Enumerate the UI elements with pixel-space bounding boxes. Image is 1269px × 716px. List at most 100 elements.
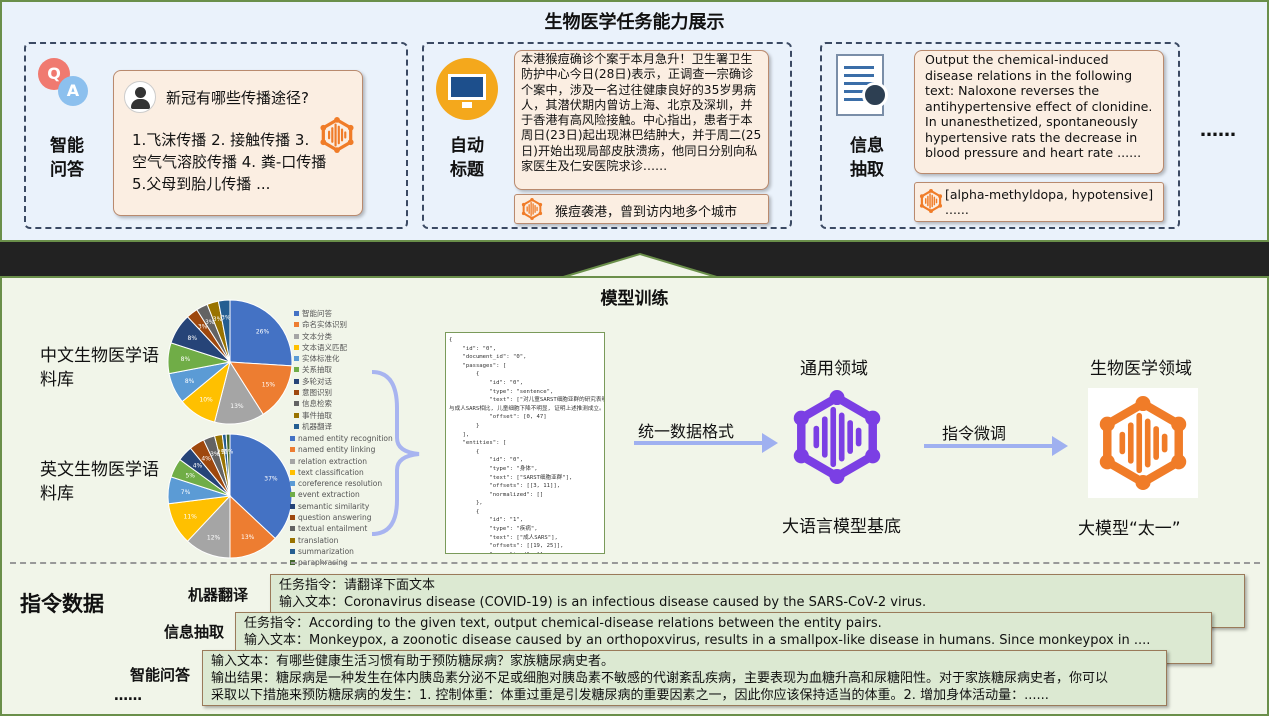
legend-swatch — [294, 367, 299, 373]
pie-slice — [229, 299, 293, 367]
headline-label: 自动标题 — [450, 136, 484, 180]
legend-swatch — [294, 401, 299, 407]
pie-data-label: 12% — [207, 535, 221, 542]
legend-swatch — [294, 412, 299, 418]
training-panel: 模型训练 中文生物医学语料库 英文生物医学语料库 26%15%13%10%8%8… — [0, 276, 1269, 716]
pie-data-label: 11% — [184, 513, 198, 520]
instruction-data-title: 指令数据 — [20, 592, 104, 616]
legend-item: text classification — [290, 467, 393, 478]
legend-item: semantic similarity — [290, 501, 393, 512]
base-model-label: 大语言模型基底 — [782, 517, 901, 537]
taiyi-logo-frame — [1088, 388, 1198, 498]
pie-data-label: 3% — [198, 324, 208, 331]
legend-item: 文本分类 — [294, 331, 347, 342]
arrowhead-icon — [762, 433, 778, 453]
unify-arrow — [634, 441, 764, 445]
taiyi-logo-icon — [919, 189, 943, 213]
legend-label: 实体标准化 — [302, 354, 340, 364]
pie-data-label: 4% — [201, 455, 211, 462]
legend-item: 意图识别 — [294, 387, 347, 398]
legend-item: translation — [290, 535, 393, 546]
legend-swatch — [294, 311, 299, 316]
legend-item: 智能问答 — [294, 308, 347, 319]
pie-data-label: 13% — [241, 534, 255, 541]
ie-input: Output the chemical-induced disease rela… — [914, 50, 1164, 174]
pie-data-label: 7% — [181, 489, 191, 496]
legend-label: text classification — [298, 467, 364, 477]
legend-label: textual entailment — [298, 524, 368, 534]
headline-box: 自动标题 本港猴痘确诊个案于本月急升！卫生署卫生防护中心今日(28日)表示，正调… — [422, 42, 792, 229]
legend-item: 命名实体识别 — [294, 319, 347, 330]
ie-data-label: 信息抽取 — [164, 623, 225, 641]
legend-label: question answering — [298, 513, 372, 523]
ie-box: 信息抽取 Output the chemical-induced disease… — [820, 42, 1180, 229]
pie-data-label: 13% — [230, 403, 244, 410]
zh-corpus-pie-chart: 26%15%13%10%8%8%8%3%3%3%3% — [167, 299, 293, 425]
more-tasks-ellipsis: …… — [1200, 120, 1236, 141]
legend-label: coreference resolution — [298, 479, 383, 489]
legend-swatch — [290, 447, 295, 453]
capability-title: 生物医学任务能力展示 — [544, 12, 725, 33]
pie-slice — [229, 433, 293, 540]
legend-label: 多轮对话 — [302, 376, 332, 386]
legend-swatch — [290, 526, 295, 532]
legend-item: 机器翻译 — [294, 421, 347, 432]
pie-data-label: 8% — [185, 378, 195, 385]
legend-item: 事件抽取 — [294, 410, 347, 421]
legend-label: 信息检索 — [302, 399, 332, 409]
headline-input: 本港猴痘确诊个案于本月急升！卫生署卫生防护中心今日(28日)表示，正调查一宗确诊… — [514, 50, 769, 190]
legend-swatch — [294, 356, 299, 362]
legend-item: textual entailment — [290, 523, 393, 534]
pie-slice — [229, 361, 293, 416]
finetune-label: 指令微调 — [942, 424, 1007, 443]
legend-swatch — [294, 390, 299, 396]
pie-data-label: 1% — [221, 449, 231, 456]
legend-label: 命名实体识别 — [302, 320, 347, 330]
legend-label: 智能问答 — [302, 309, 332, 318]
legend-item: named entity linking — [290, 444, 393, 455]
legend-item: 文本语义匹配 — [294, 342, 347, 353]
qa-question: 新冠有哪些传播途径? — [166, 89, 309, 107]
headline-output-text: 猴痘袭港，曾到访内地多个城市 — [555, 205, 738, 220]
training-title: 模型训练 — [600, 289, 669, 309]
brace-icon — [371, 370, 420, 536]
legend-label: 机器翻译 — [302, 421, 332, 431]
unify-label: 统一数据格式 — [638, 422, 735, 441]
legend-swatch — [294, 322, 299, 328]
legend-item: named entity recognition — [290, 433, 393, 444]
monitor-icon — [436, 58, 498, 120]
legend-label: translation — [298, 535, 339, 545]
ie-line1: 任务指令：According to the given text, output… — [244, 616, 882, 631]
more-data-ellipsis: …… — [114, 688, 142, 704]
pie-data-label: 4% — [193, 462, 203, 469]
pie-data-label: 1% — [224, 448, 234, 455]
legend-swatch — [294, 344, 299, 350]
legend-label: named entity recognition — [298, 434, 393, 443]
qa-bubble-icon: Q A — [38, 58, 90, 106]
legend-swatch — [294, 378, 299, 384]
legend-label: named entity linking — [298, 445, 376, 455]
pie-data-label: 15% — [262, 382, 276, 389]
en-corpus-label: 英文生物医学语料库 — [40, 460, 159, 504]
zh-corpus-legend: 智能问答命名实体识别文本分类文本语义匹配实体标准化关系抽取多轮对话意图识别信息检… — [294, 308, 347, 432]
qa-line2: 输出结果：糖尿病是一种发生在体内胰岛素分泌不足或细胞对胰岛素不敏感的代谢紊乱疾病… — [211, 671, 1109, 686]
pie-data-label: 10% — [199, 397, 213, 404]
legend-label: 关系抽取 — [302, 365, 332, 375]
ie-line2: 输入文本：Monkeypox, a zoonotic disease cause… — [244, 633, 1151, 648]
mt-line1: 任务指令：请翻译下面文本 — [279, 578, 436, 593]
qa-instruction-card: 输入文本：有哪些健康生活习惯有助于预防糖尿病？家族糖尿病史者。 输出结果：糖尿病… — [202, 650, 1167, 706]
legend-swatch — [290, 503, 295, 509]
legend-item: event extraction — [290, 489, 393, 500]
qa-label: 智能问答 — [50, 136, 84, 180]
mt-label: 机器翻译 — [188, 586, 249, 604]
legend-item: 信息检索 — [294, 398, 347, 409]
pie-slice — [225, 433, 231, 497]
legend-item: 关系抽取 — [294, 364, 347, 375]
pie-data-label: 8% — [181, 356, 191, 363]
legend-label: 事件抽取 — [302, 410, 332, 420]
legend-label: 意图识别 — [302, 388, 332, 398]
en-corpus-pie-chart: 37%13%12%11%7%5%4%4%3%2%1%1% — [167, 433, 293, 559]
legend-label: 文本分类 — [302, 331, 332, 341]
arrowhead-icon — [1052, 436, 1068, 456]
legend-label: 文本语义匹配 — [302, 342, 347, 352]
